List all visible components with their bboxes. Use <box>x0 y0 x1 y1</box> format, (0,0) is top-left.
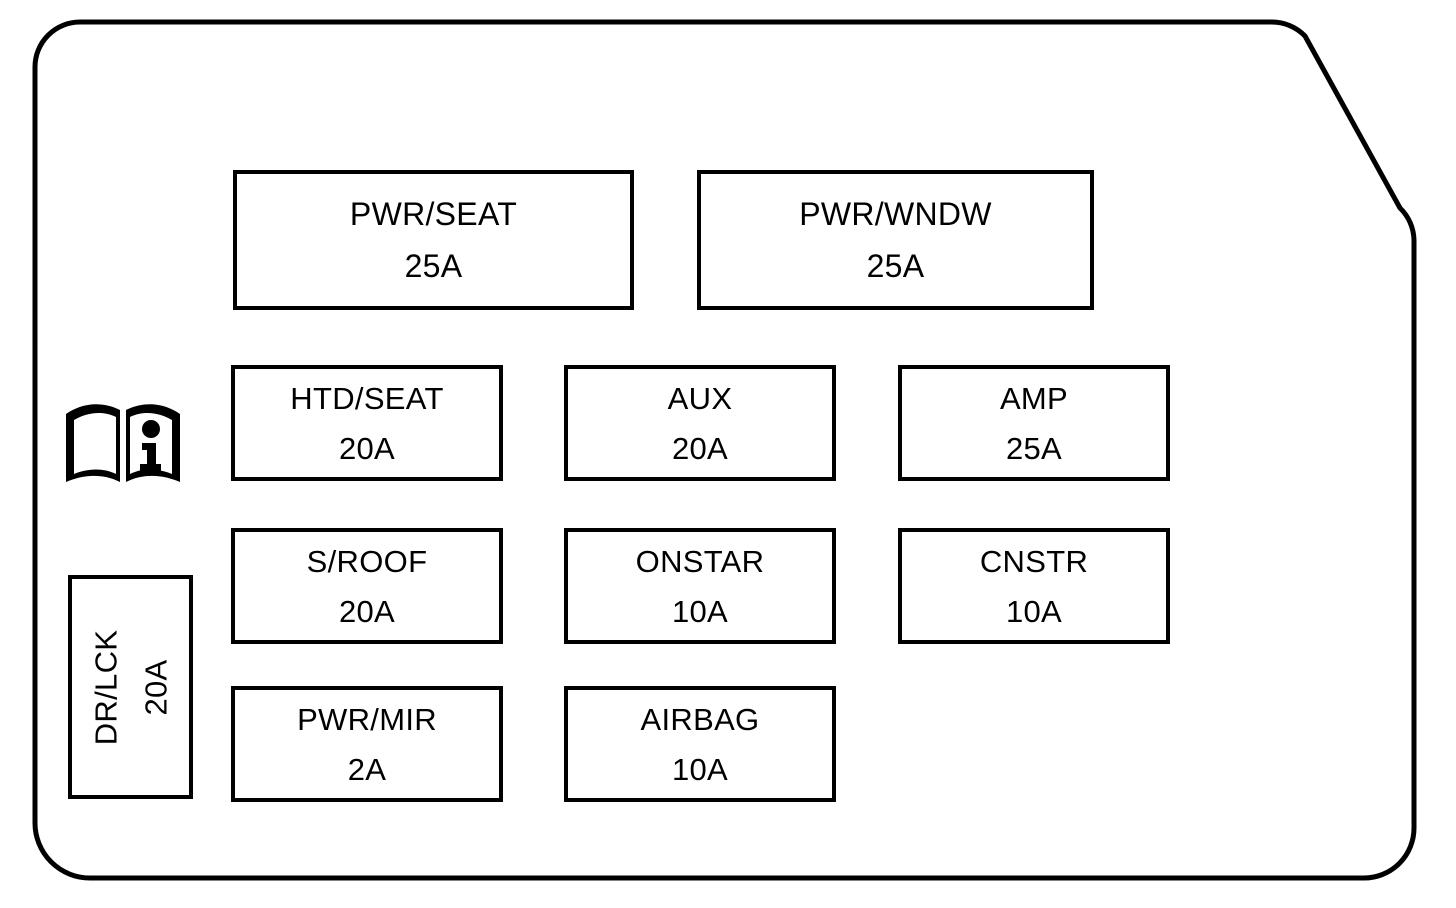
fuse-rating: 20A <box>338 593 396 629</box>
fuse-rotated-text: DR/LCK 20A <box>88 629 173 745</box>
fuse-rating: 10A <box>671 593 729 629</box>
fuse-rating: 20A <box>671 430 729 466</box>
fuse-cell-amp[interactable]: AMP 25A <box>898 365 1170 481</box>
fuse-cell-htd-seat[interactable]: HTD/SEAT 20A <box>231 365 503 481</box>
fuse-rating: 10A <box>671 751 729 787</box>
fuse-label: PWR/MIR <box>297 701 437 737</box>
fuse-rating: 25A <box>866 248 925 284</box>
fuse-label: HTD/SEAT <box>290 380 444 416</box>
fuse-rating: 10A <box>1005 593 1063 629</box>
fuse-cell-dr-lck[interactable]: DR/LCK 20A <box>68 575 193 799</box>
fuse-label: CNSTR <box>979 543 1089 579</box>
fuse-rating: 2A <box>347 751 387 787</box>
fuse-cell-pwr-wndw[interactable]: PWR/WNDW 25A <box>697 170 1094 310</box>
fuse-label: AMP <box>999 380 1069 416</box>
fuse-rating: 25A <box>1005 430 1063 466</box>
fuse-cell-aux[interactable]: AUX 20A <box>564 365 836 481</box>
fuse-label: PWR/WNDW <box>799 196 992 232</box>
fuse-cell-pwr-mir[interactable]: PWR/MIR 2A <box>231 686 503 802</box>
owner-manual-book-icon <box>66 404 180 482</box>
fuse-cell-pwr-seat[interactable]: PWR/SEAT 25A <box>233 170 634 310</box>
fuse-rating: 20A <box>338 430 396 466</box>
fuse-cell-airbag[interactable]: AIRBAG 10A <box>564 686 836 802</box>
fuse-label: AIRBAG <box>640 701 760 737</box>
fuse-label: S/ROOF <box>306 543 428 579</box>
fuse-cell-s-roof[interactable]: S/ROOF 20A <box>231 528 503 644</box>
fuse-rating: 20A <box>138 658 173 716</box>
fuse-label: PWR/SEAT <box>349 196 518 232</box>
fuse-cell-cnstr[interactable]: CNSTR 10A <box>898 528 1170 644</box>
fuse-label: DR/LCK <box>88 629 123 745</box>
fuse-label: ONSTAR <box>635 543 765 579</box>
fuse-label: AUX <box>667 380 733 416</box>
fuse-cell-onstar[interactable]: ONSTAR 10A <box>564 528 836 644</box>
fuse-rating: 25A <box>404 248 463 284</box>
